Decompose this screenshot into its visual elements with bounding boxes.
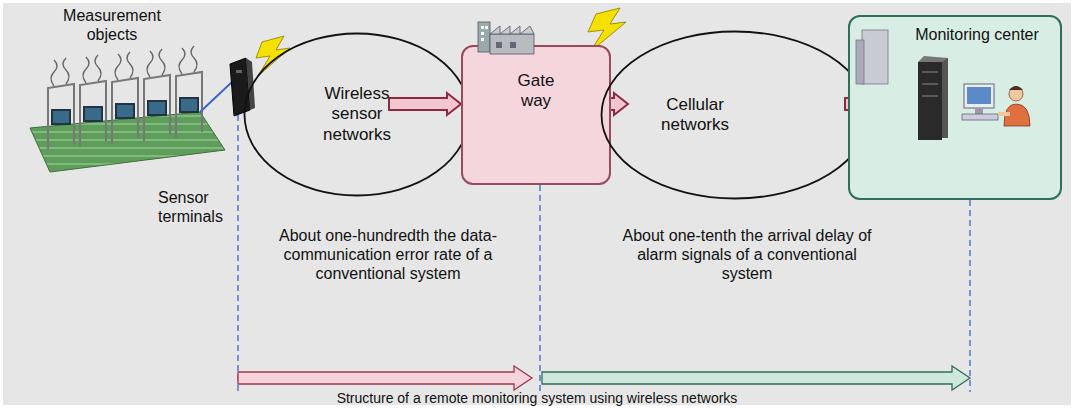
annotation-label: About one-hundredth the data-communicati… bbox=[240, 226, 536, 284]
guide-line bbox=[237, 85, 238, 392]
node-label: Wireless sensor networks bbox=[316, 84, 398, 145]
server-icon bbox=[918, 56, 948, 140]
flow-arrow bbox=[389, 93, 461, 115]
building-icon bbox=[856, 30, 888, 84]
ellipse-outline bbox=[600, 30, 870, 200]
annotation-label: Sensor terminals bbox=[158, 188, 236, 226]
span-arrow bbox=[238, 366, 532, 390]
caption: Structure of a remote monitoring system … bbox=[0, 391, 1074, 406]
network-ellipse: Wireless sensor networks bbox=[243, 32, 471, 197]
node-label: Cellular networks bbox=[652, 95, 738, 136]
node-label: Gate way bbox=[508, 71, 564, 112]
guide-line bbox=[539, 185, 540, 392]
factory-icon bbox=[478, 22, 534, 54]
span-arrow bbox=[542, 366, 970, 390]
annotation-label: About one-tenth the arrival delay of ala… bbox=[610, 226, 884, 284]
operator-pc-icon bbox=[962, 84, 1030, 126]
node-label: Monitoring center bbox=[915, 25, 1039, 44]
measurement-objects-illustration bbox=[30, 46, 232, 172]
annotation-label: Measurement objects bbox=[52, 6, 172, 44]
radio-lightning bbox=[256, 36, 290, 76]
network-ellipse: Cellular networks bbox=[600, 30, 870, 200]
system-box: Gate way bbox=[461, 45, 611, 185]
